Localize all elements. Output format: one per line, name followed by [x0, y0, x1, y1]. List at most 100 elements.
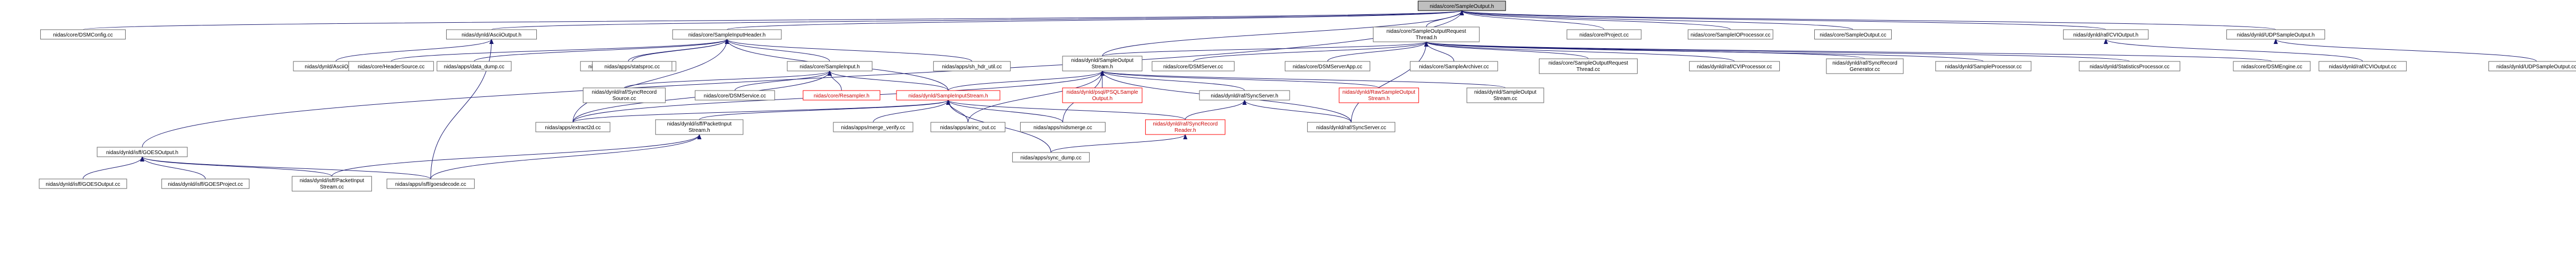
node-box[interactable] [446, 29, 537, 40]
graph-node-n46[interactable]: nidas/dynld/isff/GOESProject.cc [161, 178, 250, 189]
graph-node-n11[interactable]: nidas/core/HeaderSource.cc [348, 61, 434, 71]
node-box[interactable] [930, 122, 1006, 132]
graph-node-n35[interactable]: nidas/dynld/raf/SyncServer.h [1199, 90, 1290, 101]
node-box[interactable] [97, 147, 188, 157]
node-box[interactable] [2063, 29, 2149, 40]
node-box[interactable] [672, 29, 782, 40]
graph-node-n19[interactable]: nidas/core/DSMServerApp.cc [1284, 61, 1370, 71]
node-box[interactable] [1012, 152, 1090, 163]
node-box[interactable] [437, 61, 512, 71]
graph-node-n38[interactable]: nidas/apps/extract2d.cc [535, 122, 611, 132]
node-box[interactable] [348, 61, 434, 71]
graph-node-n24[interactable]: nidas/dynld/SampleProcessor.cc [1935, 61, 2032, 71]
node-box[interactable] [2488, 61, 2576, 71]
node-box[interactable] [1284, 61, 1370, 71]
node-box[interactable] [386, 178, 475, 189]
node-box[interactable] [833, 122, 913, 132]
graph-node-n29[interactable]: nidas/dynld/isff/GOESOutput.h [97, 147, 188, 157]
node-box[interactable] [803, 90, 881, 101]
node-box[interactable] [1338, 87, 1419, 103]
graph-node-n0[interactable]: nidas/core/SampleOutput.h [1417, 1, 1506, 11]
node-box[interactable] [592, 61, 673, 71]
node-box[interactable] [1567, 29, 1642, 40]
node-box[interactable] [1062, 56, 1143, 71]
graph-node-n14[interactable]: nidas/core/SampleInput.h [787, 61, 873, 71]
graph-node-n8[interactable]: nidas/dynld/raf/CVIOutput.h [2063, 29, 2149, 40]
graph-node-n1[interactable]: nidas/core/DSMConfig.cc [40, 29, 126, 40]
graph-node-n42[interactable]: nidas/apps/nidsmerge.cc [1020, 122, 1106, 132]
graph-node-n22[interactable]: nidas/dynld/raf/CVIProcessor.cc [1689, 61, 1780, 71]
node-box[interactable] [1409, 61, 1498, 71]
graph-node-n26[interactable]: nidas/core/DSMEngine.cc [2233, 61, 2311, 71]
graph-node-n41[interactable]: nidas/apps/arinc_out.cc [930, 122, 1006, 132]
node-box[interactable] [1826, 58, 1904, 74]
node-box[interactable] [161, 178, 250, 189]
graph-node-n15[interactable]: nidas/apps/statsproc.cc [592, 61, 673, 71]
node-box[interactable] [582, 87, 666, 103]
graph-node-n3[interactable]: nidas/core/SampleInputHeader.h [672, 29, 782, 40]
node-label: nidas/apps/arinc_out.cc [940, 125, 996, 131]
graph-node-n33[interactable]: nidas/dynld/SampleInputStream.h [896, 90, 1000, 101]
node-box[interactable] [1689, 61, 1780, 71]
node-box[interactable] [1539, 58, 1638, 74]
node-box[interactable] [2233, 61, 2311, 71]
node-box[interactable] [1687, 29, 1773, 40]
node-box[interactable] [655, 119, 744, 135]
graph-node-n6[interactable]: nidas/core/SampleIOProcessor.cc [1687, 29, 1773, 40]
node-box[interactable] [1935, 61, 2032, 71]
graph-node-n32[interactable]: nidas/core/Resampler.h [803, 90, 881, 101]
graph-node-n9[interactable]: nidas/dynld/UDPSampleOutput.h [2226, 29, 2325, 40]
graph-node-n40[interactable]: nidas/apps/merge_verify.cc [833, 122, 913, 132]
node-box[interactable] [1062, 87, 1143, 103]
node-box[interactable] [694, 90, 775, 101]
graph-node-n20[interactable]: nidas/core/SampleArchiver.cc [1409, 61, 1498, 71]
graph-node-n44[interactable]: nidas/dynld/raf/SyncServer.cc [1307, 122, 1396, 132]
graph-node-n5[interactable]: nidas/core/Project.cc [1567, 29, 1642, 40]
node-box[interactable] [1466, 87, 1544, 103]
graph-node-n16[interactable]: nidas/apps/sh_hdr_util.cc [933, 61, 1011, 71]
graph-node-n2[interactable]: nidas/dynld/AsciiOutput.h [446, 29, 537, 40]
node-box[interactable] [1814, 29, 1892, 40]
node-box[interactable] [1307, 122, 1396, 132]
node-box[interactable] [535, 122, 611, 132]
graph-node-n48[interactable]: nidas/apps/isff/goesdecode.cc [386, 178, 475, 189]
node-box[interactable] [933, 61, 1011, 71]
node-box[interactable] [787, 61, 873, 71]
node-box[interactable] [2078, 61, 2180, 71]
node-box[interactable] [1199, 90, 1290, 101]
node-box[interactable] [292, 176, 372, 192]
graph-node-n31[interactable]: nidas/core/DSMService.cc [694, 90, 775, 101]
node-label: nidas/core/SampleOutput.h [1430, 4, 1494, 10]
graph-node-n28[interactable]: nidas/dynld/UDPSampleOutput.cc [2488, 61, 2576, 71]
node-box[interactable] [1373, 26, 1480, 42]
graph-node-n25[interactable]: nidas/dynld/StatisticsProcessor.cc [2078, 61, 2180, 71]
graph-node-n12[interactable]: nidas/apps/data_dump.cc [437, 61, 512, 71]
graph-node-n27[interactable]: nidas/dynld/raf/CVIOutput.cc [2318, 61, 2407, 71]
node-box[interactable] [1145, 119, 1225, 135]
node-box[interactable] [1152, 61, 1235, 71]
node-box[interactable] [896, 90, 1000, 101]
graph-node-n7[interactable]: nidas/core/SampleOutput.cc [1814, 29, 1892, 40]
node-label: Reader.h [1174, 128, 1196, 133]
node-box[interactable] [39, 178, 127, 189]
graph-node-n49[interactable]: nidas/apps/sync_dump.cc [1012, 152, 1090, 163]
node-box[interactable] [1020, 122, 1106, 132]
node-label: Thread.h [1416, 35, 1437, 41]
graph-node-n45[interactable]: nidas/dynld/isff/GOESOutput.cc [39, 178, 127, 189]
node-box[interactable] [2318, 61, 2407, 71]
graph-node-n18[interactable]: nidas/core/DSMServer.cc [1152, 61, 1235, 71]
node-box[interactable] [40, 29, 126, 40]
node-box[interactable] [2226, 29, 2325, 40]
node-box[interactable] [1417, 1, 1506, 11]
